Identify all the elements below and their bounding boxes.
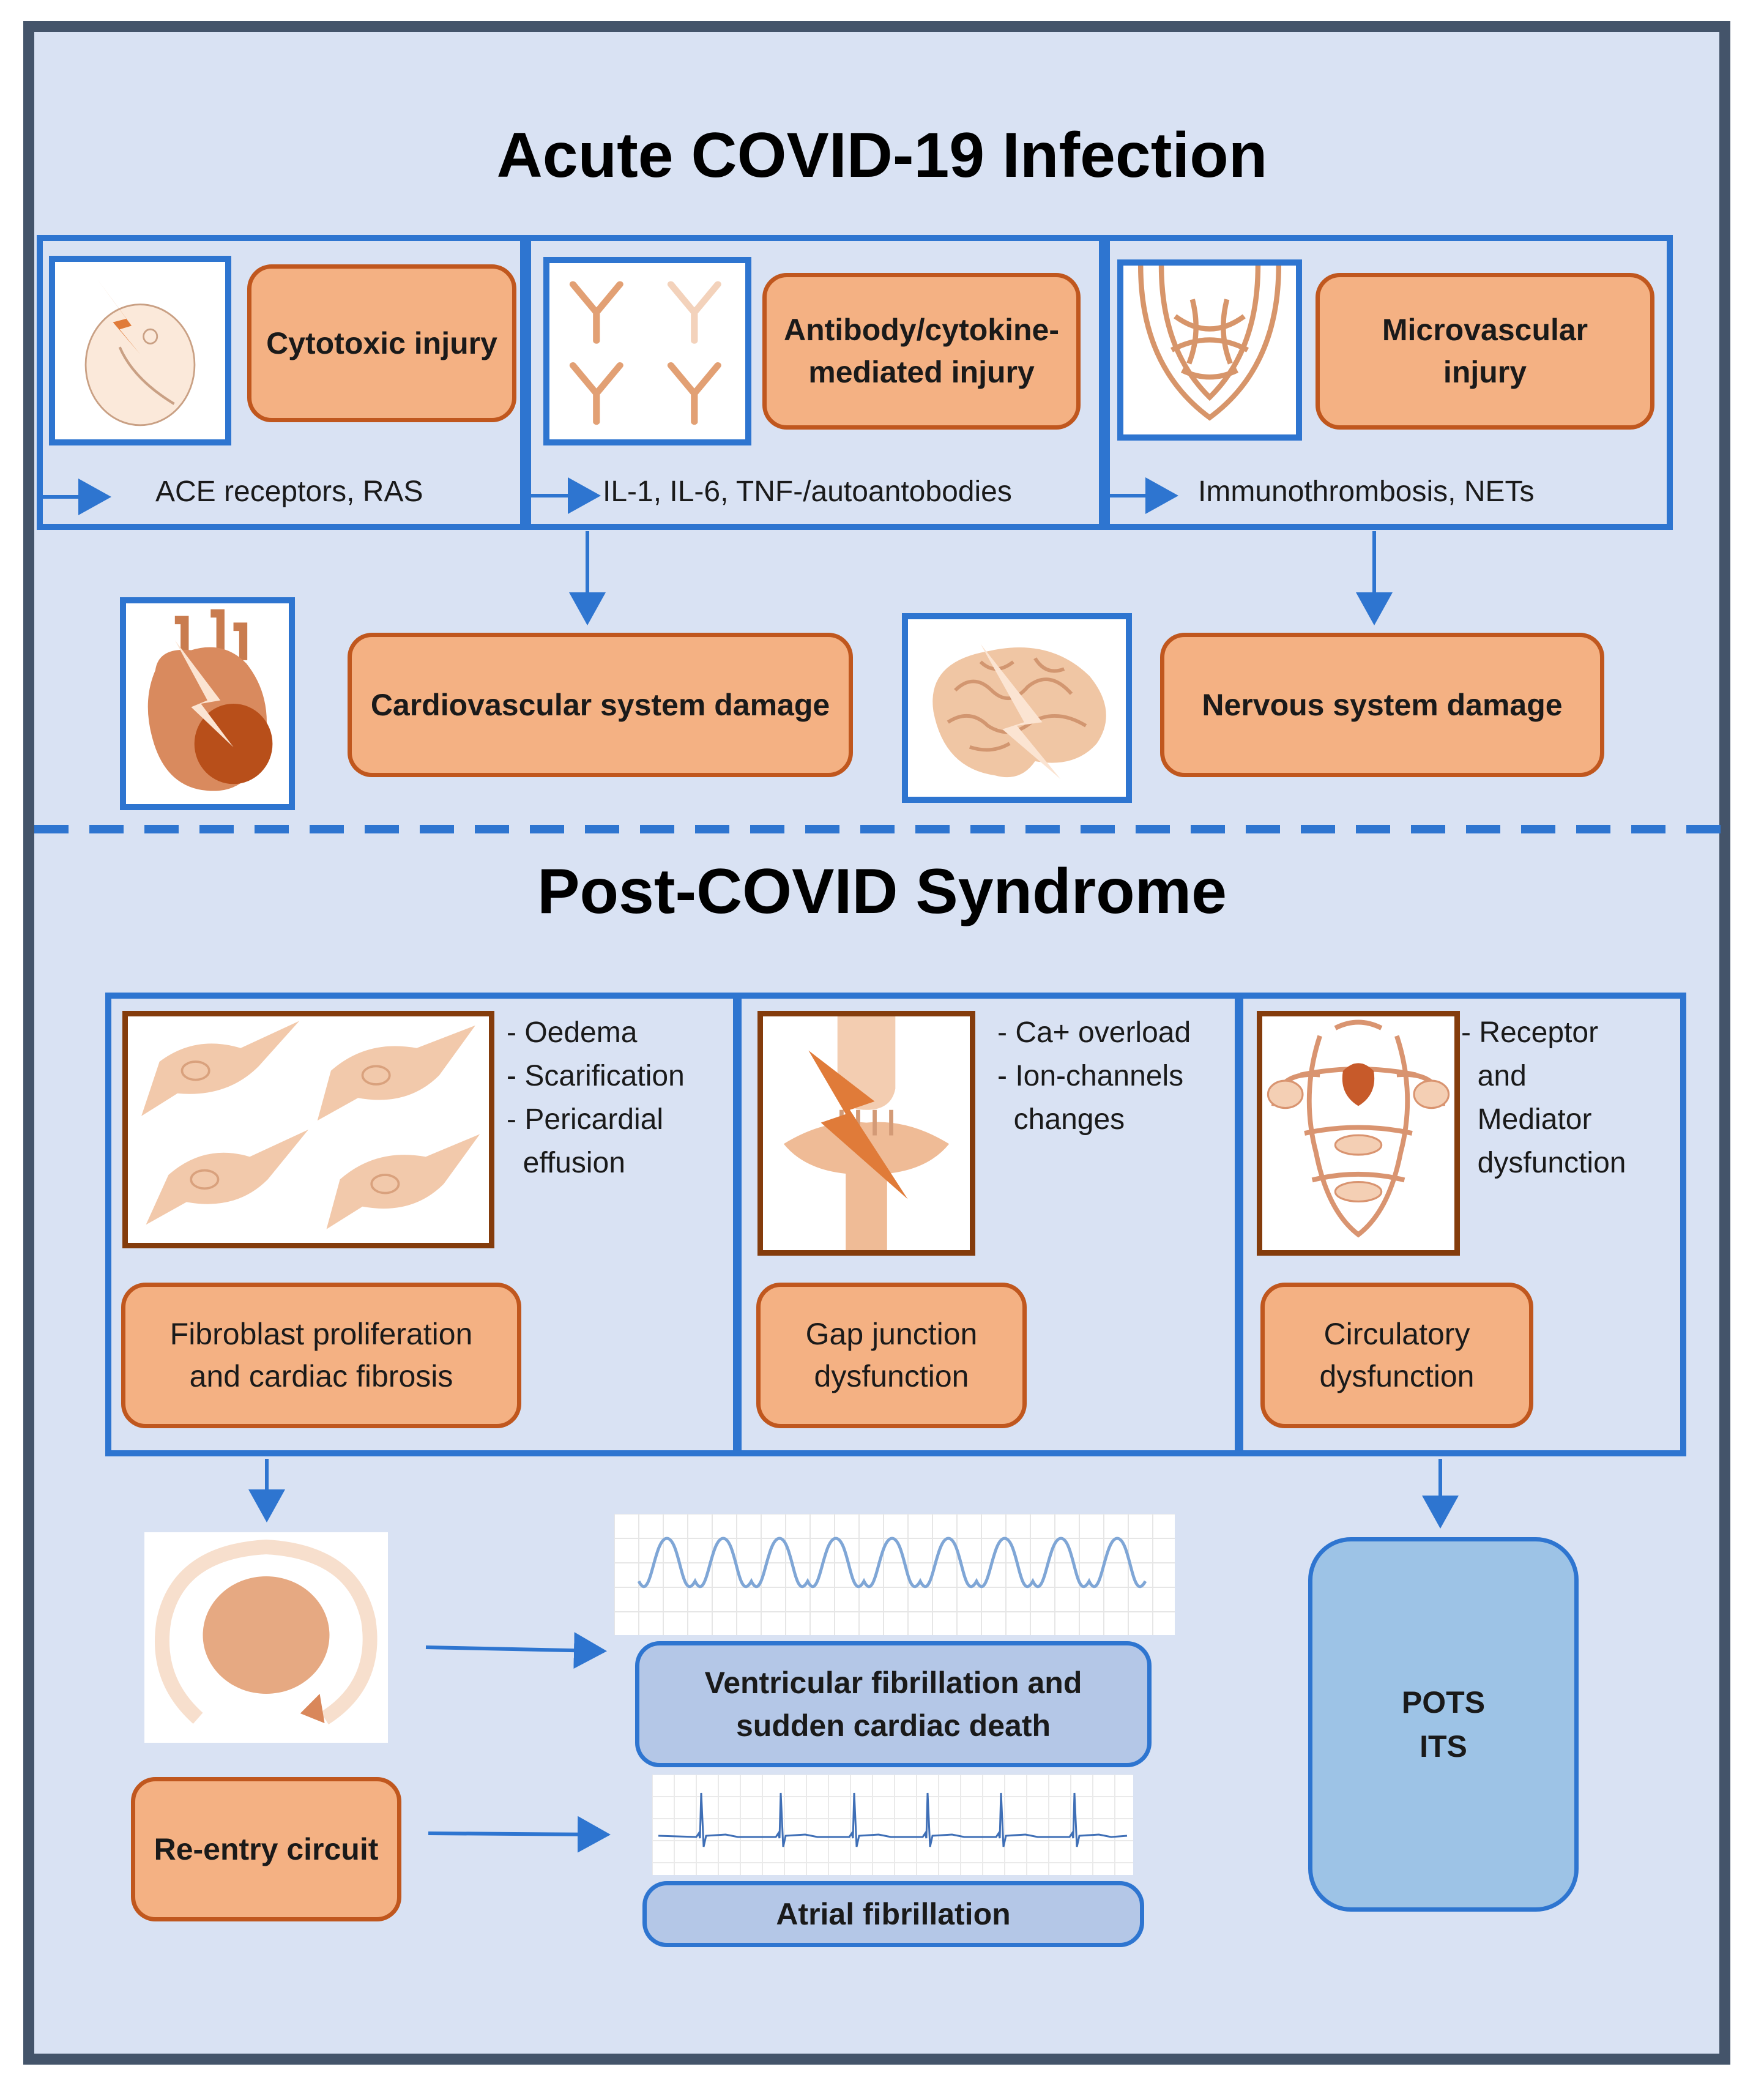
damaged-cell-icon	[49, 256, 231, 445]
gap-junction-dysfunction-box: Gap junction dysfunction	[756, 1283, 1027, 1428]
post-title: Post-COVID Syndrome	[537, 856, 1227, 927]
antibody-injury-box: Antibody/cytokine- mediated injury	[762, 273, 1081, 430]
gap-junction-icon	[757, 1011, 975, 1256]
microvascular-box	[1104, 235, 1673, 530]
antibodies-icon	[543, 257, 751, 445]
pathway-cytokine-label: IL-1, IL-6, TNF-/autoantobodies	[603, 475, 1012, 508]
gap-junction-bullets: - Ca+ overload - Ion-channels changes	[997, 1016, 1191, 1136]
acute-title: Acute COVID-19 Infection	[496, 120, 1268, 191]
fibrosis-bullets: - Oedema - Scarification - Pericardial e…	[507, 1016, 685, 1179]
heart-icon	[120, 597, 295, 810]
circulation-panel	[1237, 993, 1686, 1456]
pathway-ace-label: ACE receptors, RAS	[155, 475, 423, 508]
section-divider	[34, 825, 1723, 833]
pots-its-box: POTS ITS	[1308, 1537, 1579, 1912]
cardiovascular-damage-box: Cardiovascular system damage	[348, 633, 853, 777]
cytotoxic-box	[37, 235, 526, 530]
pathway-immunothrombosis-label: Immunothrombosis, NETs	[1198, 475, 1535, 508]
microvascular-injury-box: Microvascular injury	[1316, 273, 1654, 430]
reentry-circuit-box: Re-entry circuit	[131, 1777, 401, 1921]
circulation-icon	[1257, 1011, 1460, 1256]
cytotoxic-injury-box: Cytotoxic injury	[247, 264, 516, 422]
atrial-fibrillation-box: Atrial fibrillation	[642, 1881, 1144, 1947]
vf-ecg-icon	[614, 1514, 1175, 1635]
antibody-box	[525, 235, 1105, 530]
brain-icon	[902, 613, 1132, 803]
nervous-damage-box: Nervous system damage	[1160, 633, 1604, 777]
circulatory-dysfunction-box: Circulatory dysfunction	[1260, 1283, 1533, 1428]
microvessels-icon	[1117, 259, 1302, 441]
af-ecg-icon	[652, 1775, 1133, 1875]
reentry-circuit-icon	[144, 1532, 388, 1743]
fibroblast-proliferation-box: Fibroblast proliferation and cardiac fib…	[121, 1283, 521, 1428]
ventricular-fibrillation-box: Ventricular fibrillation and sudden card…	[635, 1641, 1152, 1767]
circulation-bullets: - Receptor and Mediator dysfunction	[1461, 1016, 1626, 1179]
fibroblasts-icon	[122, 1011, 494, 1248]
